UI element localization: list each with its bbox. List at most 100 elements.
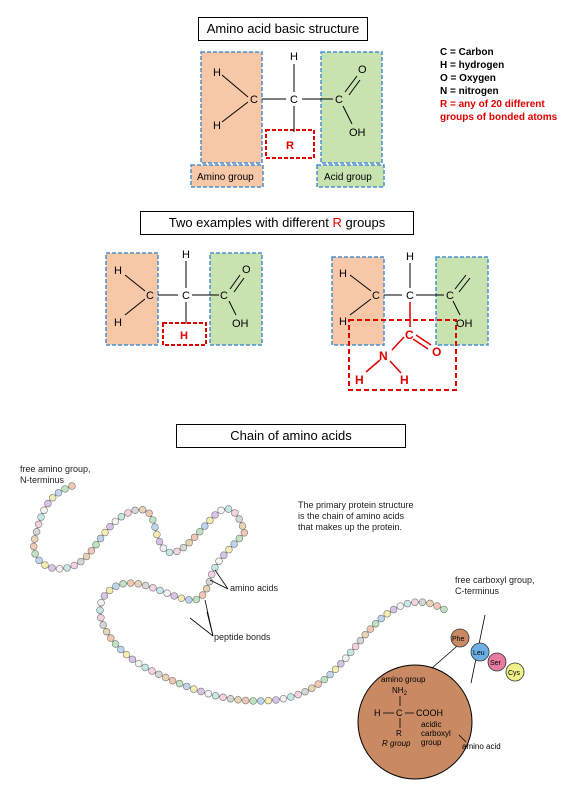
chain-bead: [403, 599, 412, 608]
acid-group-tag-text: Acid group: [324, 172, 372, 183]
inset-nh2: NH2: [392, 686, 408, 697]
inset-nh: NH: [392, 686, 404, 695]
chain-bead: [235, 534, 244, 543]
inset-c: C: [396, 708, 403, 718]
ex2-atom-h-top: H: [406, 251, 414, 263]
chain-bead: [135, 659, 143, 668]
amino-acid-inset: [357, 664, 473, 780]
chain-bead: [389, 605, 398, 614]
chain-bead: [225, 545, 233, 554]
label-free-carboxyl-line2: C-terminus: [455, 586, 500, 596]
legend-nitrogen: N = nitrogen: [440, 86, 499, 97]
chain-bead: [106, 522, 114, 531]
chain-bead: [101, 528, 109, 537]
chain-bead: [87, 547, 96, 555]
chain-bead: [185, 596, 193, 604]
chain-bead: [440, 605, 448, 614]
chain-bead: [92, 540, 100, 549]
label-primary-line2: is the chain of amino acids: [298, 511, 405, 521]
chain-bead: [205, 578, 214, 586]
chain-bead: [197, 687, 205, 696]
chain-bead: [249, 697, 257, 705]
chain-bead: [97, 614, 105, 622]
residue-phe: [450, 628, 470, 648]
acid-group-box: [320, 51, 383, 164]
chain-bead: [308, 684, 316, 692]
chain-bead: [35, 556, 43, 565]
chain-bead: [165, 548, 174, 557]
chain-bead: [155, 537, 164, 546]
legend-r-line2: groups of bonded atoms: [440, 112, 558, 123]
legend: C = Carbon H = hydrogen O = Oxygen N = n…: [440, 46, 557, 124]
label-amino-acids: amino acids: [230, 583, 279, 593]
residue-leu: [470, 642, 490, 662]
legend-r-line1: R = any of 20 different: [440, 99, 545, 110]
chain-bead: [433, 602, 441, 610]
basic-atom-o: O: [358, 64, 367, 76]
chain-bead: [119, 580, 127, 588]
label-free-carboxyl-line1: free carboxyl group,: [455, 575, 535, 585]
chain-bead: [371, 620, 380, 628]
residue-phe-label: Phe: [452, 636, 465, 643]
acid-group-tag: [316, 164, 385, 188]
chain-bead: [301, 688, 309, 696]
chain-bead: [163, 589, 171, 597]
chain-bead: [257, 697, 265, 705]
basic-atom-c1: C: [250, 94, 258, 106]
chain-bead: [173, 547, 181, 556]
inset-nh-sub: 2: [404, 691, 408, 697]
inset-amino-acid: amino acid: [462, 742, 501, 751]
residue-leu-label: Leu: [473, 650, 485, 657]
title-examples-part2: groups: [341, 215, 386, 230]
inset-acidic: acidic: [421, 720, 441, 729]
ex1-amino-box: [105, 252, 159, 346]
ex1-r-box: [162, 322, 207, 346]
chain-bead: [215, 557, 223, 565]
chain-bead: [168, 677, 177, 685]
chain-bead: [190, 533, 199, 542]
ex1-atom-c1: C: [146, 290, 154, 302]
chain-bead: [234, 696, 242, 704]
chain-bead: [192, 595, 201, 604]
chain-bead: [128, 655, 137, 664]
chain-bead: [96, 606, 104, 614]
inset-carboxyl: carboxyl: [421, 729, 451, 738]
basic-r-label: R: [286, 140, 294, 152]
chain-bead: [314, 680, 322, 688]
chain-bead: [177, 594, 186, 603]
basic-structure-diagram: H H C H C C O OH R Amino group Acid grou…: [190, 51, 385, 188]
label-peptide-bonds: peptide bonds: [214, 632, 271, 642]
chain-bead: [366, 625, 374, 633]
chain-bead: [126, 579, 135, 587]
label-primary-structure: The primary protein structure is the cha…: [298, 500, 414, 533]
chain-bead: [102, 628, 111, 636]
chain-bead: [40, 506, 48, 514]
chain-bead: [149, 584, 157, 592]
ex2-atom-h1: H: [339, 268, 347, 280]
inset-r: R: [396, 729, 402, 738]
chain-bead: [77, 557, 85, 566]
residue-cys: [505, 662, 525, 682]
chain-bead: [175, 679, 184, 688]
examples-diagram: H H C H C C O OH H H H C H C C OH C O: [105, 249, 489, 391]
amino-group-tag: [190, 164, 264, 188]
ex1-atom-h2: H: [114, 317, 122, 329]
title-basic-structure: Amino acid basic structure: [198, 17, 368, 41]
ex2-r-c: C: [405, 328, 414, 342]
chain-bead: [211, 692, 220, 700]
chain-bead: [217, 506, 225, 514]
chain-bead: [100, 592, 109, 600]
amino-group-tag-text: Amino group: [197, 172, 254, 183]
label-free-carboxyl: free carboxyl group, C-terminus: [455, 575, 535, 597]
chain-bead: [231, 509, 239, 517]
chain-bead: [111, 517, 120, 526]
chain-bead: [342, 654, 350, 662]
chain-bead: [377, 614, 385, 623]
basic-atom-h2: H: [213, 120, 221, 132]
label-primary-line3: that makes up the protein.: [298, 522, 403, 532]
residue-ser: [487, 652, 507, 672]
chain-bead: [272, 696, 280, 704]
chain-bead: [138, 505, 147, 514]
chain-bead: [151, 523, 159, 531]
chain-bead: [32, 527, 41, 536]
